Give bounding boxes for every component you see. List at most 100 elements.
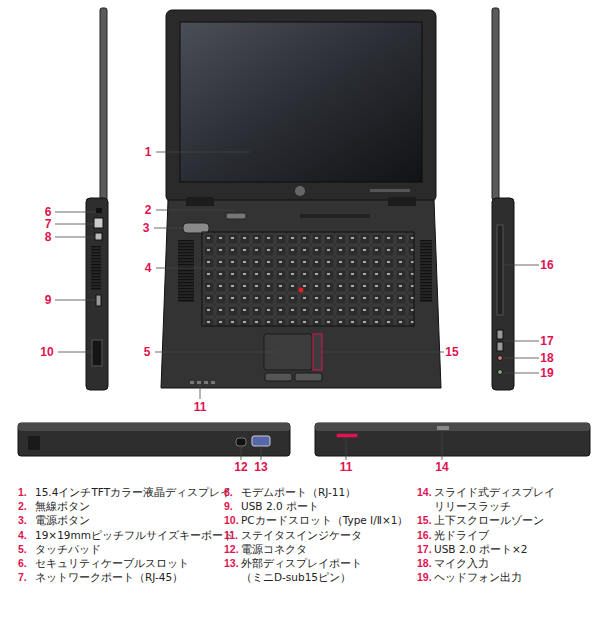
lid-edge [315,423,590,431]
speaker-grille [420,240,432,302]
part-name: 電源ボタン [35,513,90,527]
button-strip [300,214,370,218]
pc-card-slot [92,340,102,366]
pointing-stick [299,288,304,293]
item-number: 18. [417,556,432,570]
status-indicators [190,381,215,384]
part-name: マイク入力 [434,556,489,570]
leader-lines [55,152,539,460]
display-lid [166,10,436,202]
part-name: 19×19mmピッチフルサイズキーボード [35,528,234,542]
callout-number: 9 [45,294,52,306]
hinge [388,197,416,206]
item-number: 8. [224,485,233,499]
part-name: 外部ディスプレイポート （ミニD-sub15ピン） [241,556,366,584]
item-number: 10. [224,513,239,527]
back-view [18,423,290,456]
part-name: ネットワークポート（RJ-45） [35,570,183,584]
network-port [94,218,103,228]
part-name: 15.4インチTFTカラー液晶ディスプレイ [35,485,231,499]
part-name: 無線ボタン [35,499,90,513]
optical-drive [497,225,503,315]
part-name: ステイタスインジケータ [241,528,362,542]
mic-jack [498,356,503,361]
touchpad-button [295,373,322,381]
headphone-jack [498,370,503,375]
left-side [86,198,108,390]
vga-port [252,436,270,446]
part-name: 電源コネクタ [241,542,307,556]
modem-port [95,233,102,240]
part-name: USB 2.0 ポート [241,499,319,513]
lid-profile [492,8,499,200]
callout-number: 10 [40,346,53,358]
release-latch [437,426,449,430]
callout-number: 11 [194,401,207,413]
callout-number: 4 [145,262,152,274]
callout-number: 12 [234,461,247,473]
model-badge [370,189,410,192]
lcd-screen [180,22,422,182]
part-name: 光ドライブ [434,528,489,542]
part-name: セキュリティケーブルスロット [35,556,189,570]
item-number: 6. [18,556,27,570]
usb-port [497,342,503,351]
vent [91,246,101,290]
item-number: 17. [417,542,432,556]
callout-number: 11 [340,461,353,473]
callout-number: 3 [143,222,150,234]
security-slot [96,208,102,213]
front-view [315,423,590,456]
scroll-zone [313,334,322,370]
item-number: 14. [417,485,432,499]
callout-number: 7 [45,218,52,230]
wireless-button [226,213,246,219]
hinge [28,436,40,450]
touchpad-button [265,373,292,381]
part-name: タッチパッド [35,542,101,556]
usb-port [497,330,503,339]
callout-number: 8 [45,231,52,243]
callout-number: 17 [540,335,553,347]
item-number: 16. [417,528,432,542]
power-connector [236,438,246,446]
item-number: 15. [417,513,432,527]
right-side [492,198,514,390]
callout-number: 2 [145,204,152,216]
item-number: 19. [417,570,432,584]
item-number: 9. [224,499,233,513]
usb-port [96,295,101,306]
part-name: スライド式ディスプレイ リリースラッチ [434,485,556,513]
speaker-grille [178,240,194,302]
part-name: USB 2.0 ポート×2 [434,542,527,556]
callout-number: 16 [540,259,553,271]
part-name: PCカードスロット（Type Ⅰ/Ⅱ×1） [241,513,408,527]
callout-number: 5 [144,346,151,358]
part-name: モデムポート（RJ-11） [241,485,356,499]
item-number: 2. [18,499,27,513]
item-number: 7. [18,570,27,584]
item-number: 11. [224,528,238,542]
item-number: 1. [18,485,27,499]
callout-number: 19 [540,367,553,379]
item-number: 12. [224,542,239,556]
keyboard-deck [161,200,441,388]
lid-edge [18,423,290,431]
item-number: 4. [18,528,27,542]
keyboard [202,232,414,326]
callout-number: 13 [254,461,267,473]
lid-profile [100,8,107,200]
logo [295,186,305,196]
callout-number: 15 [445,346,458,358]
callout-number: 6 [45,206,52,218]
part-name: ヘッドフォン出力 [434,570,522,584]
part-name: 上下スクロールゾーン [434,513,544,527]
callout-number: 18 [540,352,553,364]
item-number: 13. [224,556,239,570]
item-number: 3. [18,513,27,527]
item-number: 5. [18,542,27,556]
callout-number: 1 [145,146,152,158]
callout-number: 14 [435,461,448,473]
